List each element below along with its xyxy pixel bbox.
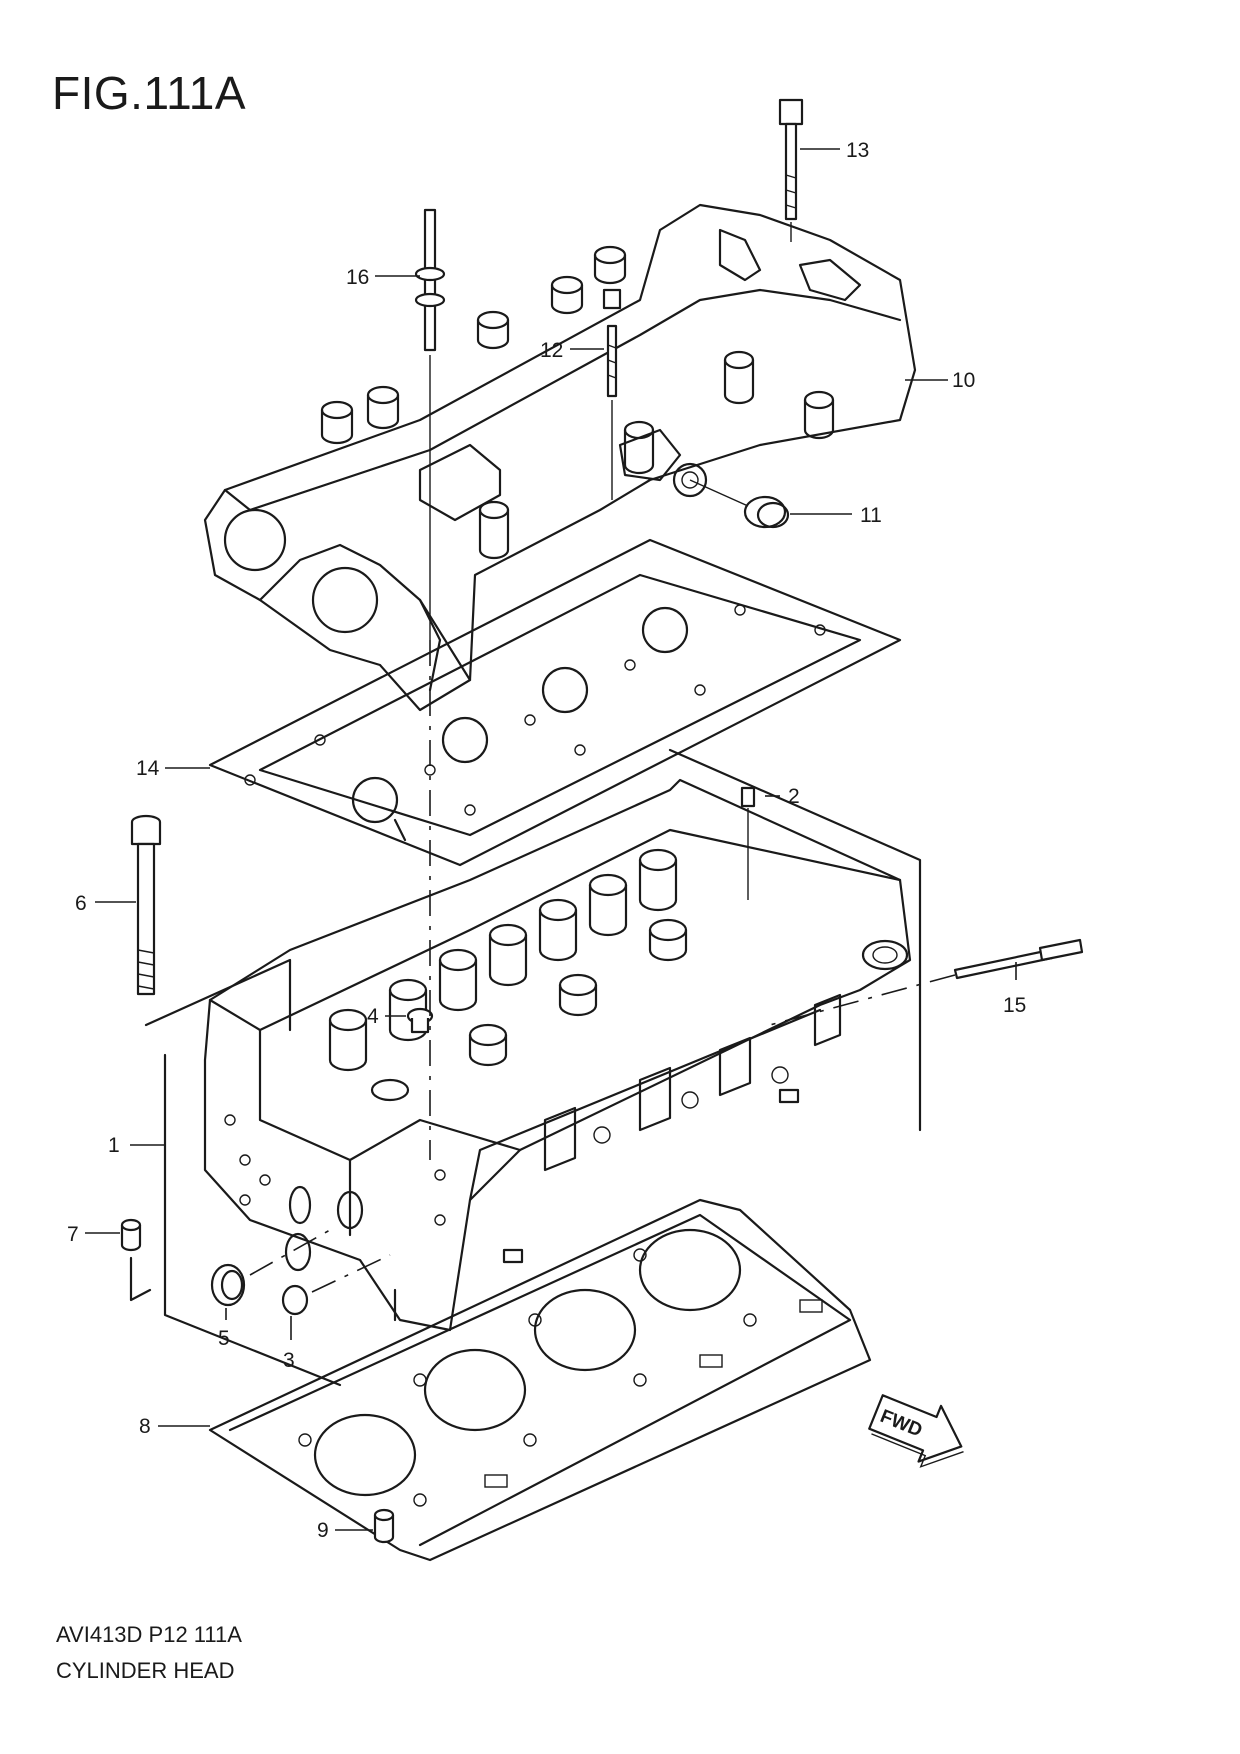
plug-part-3[interactable] (281, 1254, 391, 1316)
figure-code: AVI413D P12 111A (56, 1622, 242, 1647)
callout-14: 14 (136, 757, 160, 780)
callout-leaders (85, 148, 1017, 1531)
callout-7: 7 (67, 1223, 79, 1246)
callout-numbers: 1 2 3 4 5 6 7 8 9 10 11 12 13 14 15 16 (67, 139, 1026, 1542)
callout-11: 11 (860, 504, 882, 527)
callout-3: 3 (283, 1349, 295, 1372)
callout-6: 6 (75, 892, 87, 915)
camshaft-carrier[interactable] (203, 203, 917, 712)
bolt-part-13[interactable] (778, 98, 804, 242)
callout-12: 12 (540, 339, 563, 362)
dowel-pin-part-9[interactable] (373, 1508, 395, 1544)
dowel-7-projection-line (129, 1256, 152, 1302)
figure-title: FIG.111A (52, 67, 247, 119)
figure-caption: CYLINDER HEAD (56, 1658, 235, 1683)
plug-part-4[interactable] (406, 1007, 434, 1034)
callout-13: 13 (846, 139, 869, 162)
callout-15: 15 (1003, 994, 1026, 1017)
callout-10: 10 (952, 369, 975, 392)
dowel-pin-part-7[interactable] (120, 1218, 142, 1252)
stud-part-16[interactable] (414, 208, 446, 640)
forward-direction-arrow: FWD (868, 1394, 964, 1468)
callout-9: 9 (317, 1519, 329, 1542)
plug-part-11[interactable] (689, 479, 790, 529)
part-1-bracket (163, 1053, 342, 1387)
head-cover-gasket[interactable] (208, 538, 902, 867)
bolt-part-12[interactable] (602, 288, 622, 500)
callout-1: 1 (108, 1134, 120, 1157)
head-gasket[interactable] (208, 1198, 872, 1562)
cylinder-head[interactable] (203, 778, 912, 1332)
bolt-6-projection-line (144, 958, 292, 1032)
glow-plug-part-15[interactable] (769, 938, 1084, 1026)
plug-part-5[interactable] (210, 1229, 331, 1307)
callout-2: 2 (788, 785, 800, 808)
callout-4: 4 (367, 1005, 379, 1028)
callout-5: 5 (218, 1327, 230, 1350)
assembly-centerline (393, 818, 407, 1322)
plug-part-2[interactable] (740, 786, 756, 900)
callout-16: 16 (346, 266, 369, 289)
callout-8: 8 (139, 1415, 151, 1438)
head-right-frame (668, 748, 922, 1132)
head-bolt-part-6[interactable] (130, 814, 162, 996)
